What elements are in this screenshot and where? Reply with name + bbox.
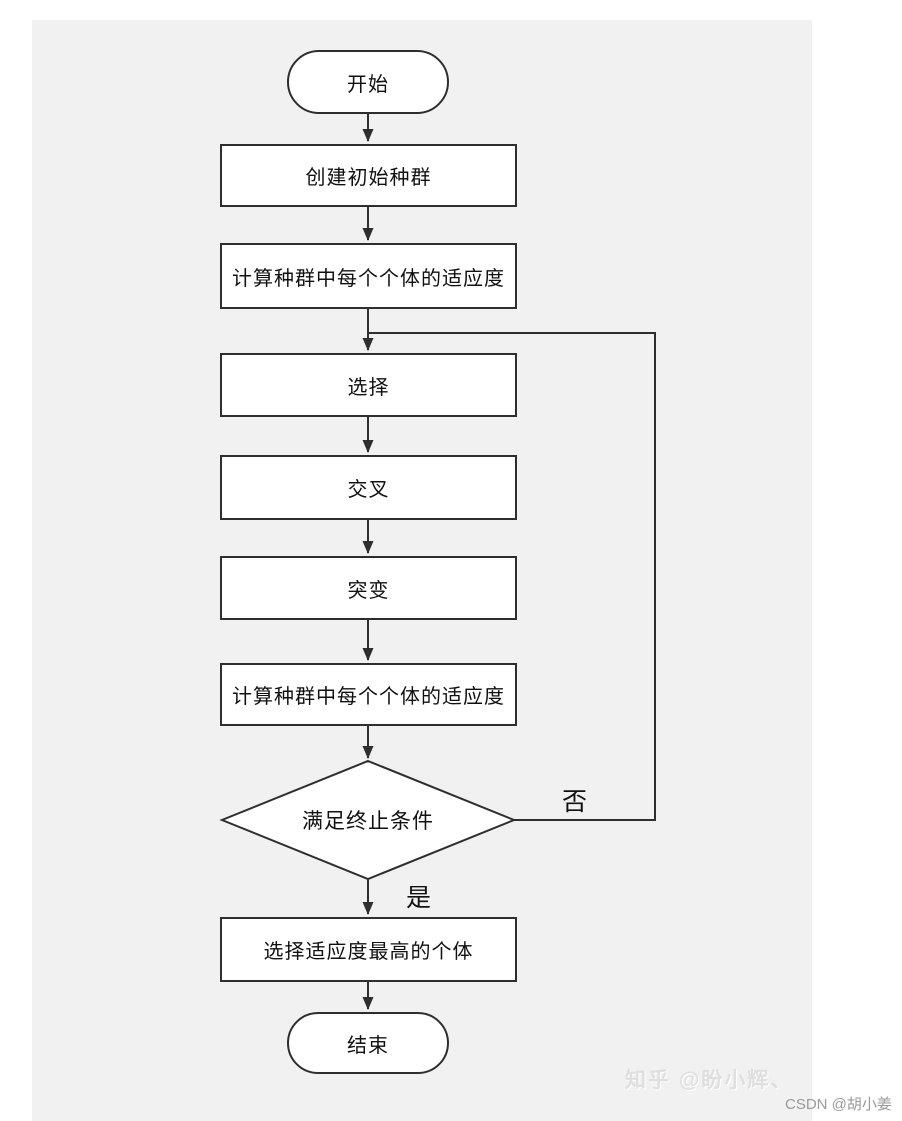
node-compute-fitness-1: 计算种群中每个个体的适应度 <box>220 243 517 309</box>
yes-branch-label: 是 <box>406 884 432 912</box>
node-mutation: 突变 <box>220 556 517 620</box>
node-termination-check-label: 满足终止条件 <box>302 810 434 833</box>
node-start: 开始 <box>287 50 449 114</box>
node-create-population: 创建初始种群 <box>220 144 517 207</box>
node-crossover: 交叉 <box>220 455 517 520</box>
edge-decision-feedback-no <box>368 332 656 821</box>
node-compute-fitness-2: 计算种群中每个个体的适应度 <box>220 663 517 726</box>
decision-diamond-shape <box>219 759 517 881</box>
node-select-best: 选择适应度最高的个体 <box>220 917 517 982</box>
node-selection: 选择 <box>220 353 517 417</box>
node-end: 结束 <box>287 1012 449 1074</box>
no-branch-label: 否 <box>562 788 588 816</box>
zhihu-watermark: 知乎 @盼小辉、 <box>625 1069 794 1092</box>
csdn-watermark: CSDN @胡小姜 <box>785 1096 892 1113</box>
